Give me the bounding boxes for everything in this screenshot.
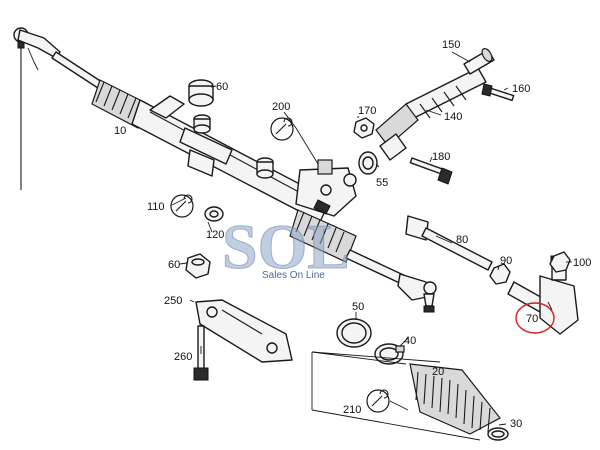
wrench-symbol-icon: [170, 194, 194, 218]
callout-260: 260: [174, 351, 192, 363]
seal-ring-55: [358, 151, 378, 175]
callout-30: 30: [510, 418, 522, 430]
callout-60-lower: 60: [168, 259, 180, 271]
wrench-symbol-icon: [366, 389, 390, 413]
mount-bushing-top: [188, 79, 214, 107]
bolt-160: [481, 83, 515, 102]
callout-80: 80: [456, 234, 468, 246]
right-tie-rod-end: [397, 273, 437, 313]
shaft-end-cap: [463, 48, 495, 75]
washer-120: [204, 206, 224, 222]
callout-180: 180: [432, 151, 450, 163]
nut-100: [549, 251, 571, 273]
mount-bushing-mid: [193, 114, 211, 134]
bellows-20: [409, 363, 501, 435]
callout-55: 55: [376, 177, 388, 189]
callout-200: 200: [272, 101, 290, 113]
highlight-circle-70: [515, 302, 555, 334]
left-tie-rod-end: [13, 27, 61, 190]
callout-150: 150: [442, 39, 460, 51]
mount-bushing-right: [256, 157, 274, 179]
callout-120: 120: [206, 229, 224, 241]
small-clamp-30: [487, 427, 509, 441]
bolt-180: [409, 157, 453, 185]
callout-250: 250: [164, 295, 182, 307]
callout-170: 170: [358, 105, 376, 117]
callout-100: 100: [573, 257, 591, 269]
callout-20: 20: [432, 366, 444, 378]
nut-60-lower: [185, 253, 211, 279]
hose-clamp-40: [374, 343, 405, 365]
watermark-logo: SOL Sales On Line: [222, 211, 351, 283]
callout-60-top: 60: [216, 81, 228, 93]
callout-labels: 10 20 30 40 50 55 60 60 70 80 90 100 110…: [114, 39, 591, 430]
callout-10: 10: [114, 125, 126, 137]
watermark-tagline: Sales On Line: [262, 270, 325, 281]
callout-90: 90: [500, 255, 512, 267]
inner-tie-rod: [405, 215, 493, 271]
pinion-valve-housing: [295, 159, 357, 217]
callout-70: 70: [526, 313, 538, 325]
lock-nut-90: [489, 263, 511, 285]
callout-160: 160: [512, 83, 530, 95]
watermark-logo-text: SOL: [222, 211, 350, 282]
callout-50: 50: [352, 301, 364, 313]
right-bellows: [289, 209, 357, 263]
wrench-symbol-icon: [270, 117, 294, 141]
callout-210: 210: [343, 404, 361, 416]
leader-lines: [27, 47, 572, 441]
callout-40: 40: [404, 335, 416, 347]
steering-rack-assembly: [13, 27, 437, 313]
intermediate-shaft: [375, 67, 487, 161]
callout-110: 110: [147, 201, 165, 213]
nut-170: [353, 117, 375, 139]
callout-140: 140: [444, 111, 462, 123]
clamp-ring-50: [336, 318, 372, 348]
mount-clamp-bracket: [195, 299, 293, 363]
